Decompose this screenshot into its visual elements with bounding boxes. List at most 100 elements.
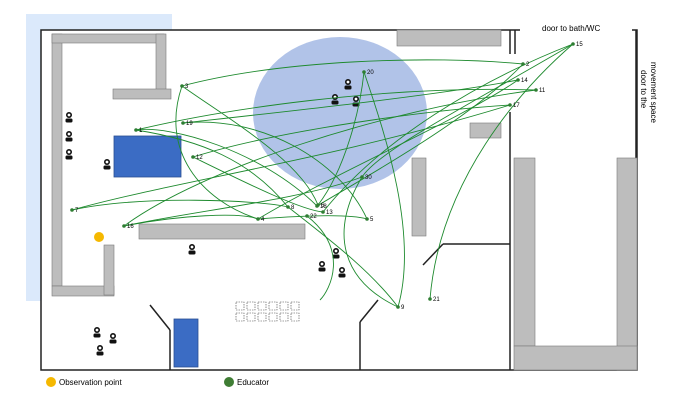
shelf-left-long [51, 33, 63, 287]
point-8-label: 8 [291, 205, 295, 211]
trajectory-path [257, 215, 368, 220]
point-21-label: 21 [433, 297, 440, 303]
point-16-label: 16 [127, 224, 134, 230]
trajectory-path [71, 199, 289, 211]
shelf-top-vertical [155, 33, 167, 95]
point-12-label: 12 [196, 155, 203, 161]
point-18-label: 18 [320, 204, 327, 210]
point-11-label: 11 [539, 88, 546, 94]
point-15-label: 15 [576, 42, 583, 48]
point-14-label: 14 [521, 78, 528, 84]
point-4-marker [256, 217, 260, 221]
person-icon [103, 159, 111, 170]
trajectory-path [182, 79, 519, 124]
legend-educator-icon [224, 377, 234, 387]
chair [257, 312, 267, 322]
people-icons [65, 79, 360, 356]
shelf-middle-vertical [411, 157, 427, 237]
legend-observation-icon [46, 377, 56, 387]
chair [257, 301, 267, 311]
point-5-label: 5 [370, 217, 374, 223]
point-18-marker [315, 204, 319, 208]
person-icon [332, 248, 340, 259]
point-20-marker [362, 70, 366, 74]
person-icon [65, 131, 73, 142]
point-4-label: 4 [261, 217, 265, 223]
trajectory-path [287, 206, 399, 308]
point-1-label: 1 [139, 128, 143, 134]
point-19-marker [181, 121, 185, 125]
point-3-label: 3 [185, 84, 189, 90]
person-icon [344, 79, 352, 90]
point-12-marker [191, 155, 195, 159]
point-9-label: 9 [401, 305, 405, 311]
legend-observation-label: Observation point [59, 378, 122, 387]
point-17-label: 17 [513, 103, 520, 109]
shelf-corridor-left [513, 157, 536, 347]
trajectory-path [123, 176, 363, 227]
chair [246, 312, 256, 322]
person-icon [65, 112, 73, 123]
point-30-label: 30 [365, 175, 372, 181]
observation-point [94, 232, 104, 242]
person-icon [65, 149, 73, 160]
point-2-label: 2 [526, 62, 530, 68]
trajectory-path [306, 215, 334, 301]
person-icon [93, 327, 101, 338]
trajectory-path [361, 43, 574, 178]
shelf-center-long [138, 223, 306, 240]
person-icon [318, 261, 326, 272]
shelf-left-top [51, 33, 165, 44]
trajectory-path [317, 71, 365, 206]
shelf-left-bottom-vertical [103, 244, 115, 296]
chair [246, 301, 256, 311]
trajectory-path [343, 176, 399, 308]
person-icon [188, 244, 196, 255]
point-21-marker [428, 297, 432, 301]
shelf-top-right [396, 29, 502, 47]
person-icon [96, 345, 104, 356]
trajectory-path [257, 79, 519, 220]
point-13-marker [321, 210, 325, 214]
point-30-marker [360, 175, 364, 179]
door-movement-label-1: door to the [639, 70, 648, 109]
door-movement-label-2: movement space [649, 62, 658, 123]
chair [290, 301, 300, 311]
chair [235, 301, 245, 311]
chair [268, 312, 278, 322]
point-5-marker [365, 217, 369, 221]
point-2-marker [521, 62, 525, 66]
point-20-label: 20 [367, 70, 374, 76]
furniture [51, 29, 638, 371]
shelf-right-small [469, 122, 502, 139]
chair [235, 312, 245, 322]
point-3-marker [180, 84, 184, 88]
point-15-marker [571, 42, 575, 46]
point-1-marker [134, 128, 138, 132]
chair-row [235, 301, 300, 322]
trajectory-path [182, 121, 368, 220]
point-22-marker [305, 214, 309, 218]
table-left [113, 135, 182, 178]
point-22-label: 22 [310, 214, 317, 220]
chair [290, 312, 300, 322]
legend-educator-label: Educator [237, 378, 269, 387]
point-17-marker [508, 103, 512, 107]
point-7-label: 7 [75, 208, 79, 214]
point-7-marker [70, 208, 74, 212]
point-19-label: 19 [186, 121, 193, 127]
trajectory-path [429, 43, 574, 300]
person-icon [338, 267, 346, 278]
door-bath-label: door to bath/WC [542, 24, 600, 33]
shelf-corridor-bottom [513, 345, 638, 371]
point-14-marker [516, 78, 520, 82]
table-bottom [173, 318, 199, 368]
trajectory-path [135, 129, 289, 208]
chair [268, 301, 278, 311]
educator-paths [71, 43, 574, 308]
trajectory-path [316, 63, 524, 207]
trajectory-path [135, 88, 537, 131]
chair [279, 301, 289, 311]
